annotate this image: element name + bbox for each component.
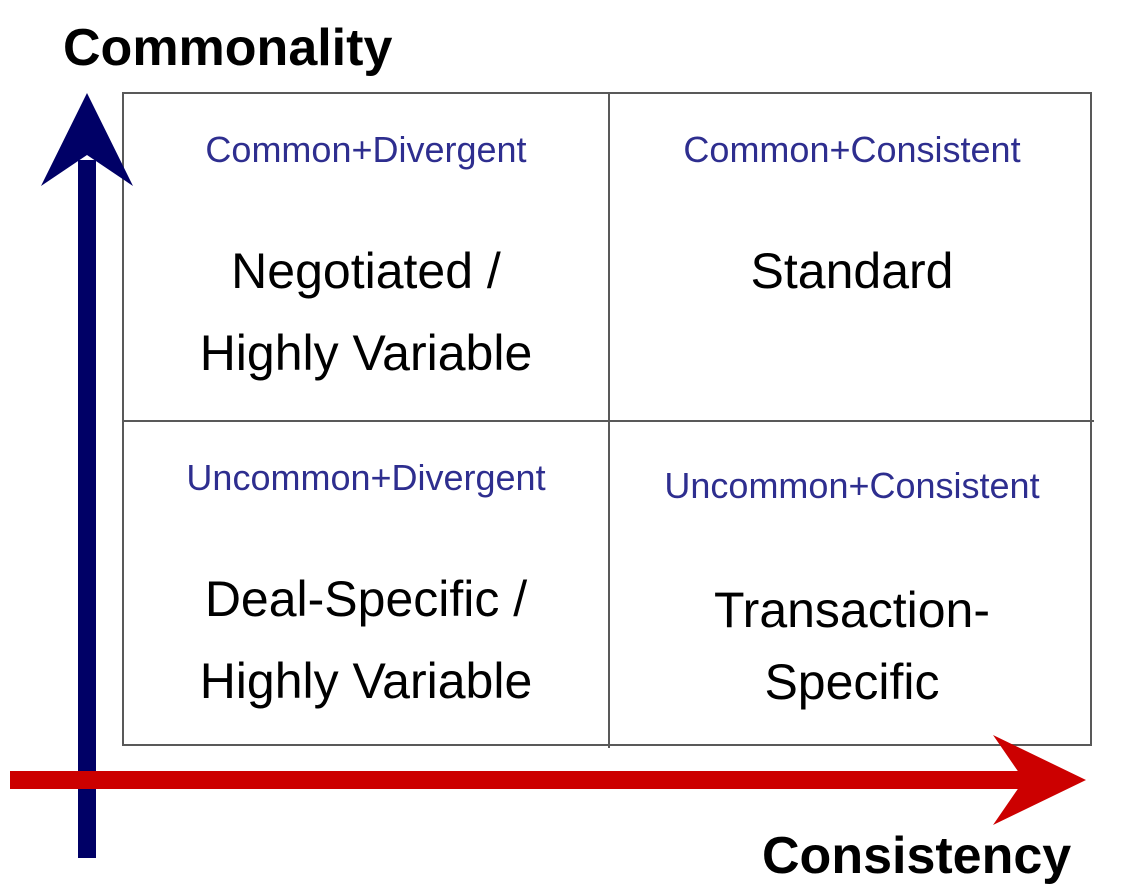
quadrant-label-line: Highly Variable <box>199 653 533 709</box>
quadrant-label: Negotiated / Highly Variable <box>124 230 608 394</box>
quadrant-uncommon-consistent: Uncommon+Consistent Transaction- Specifi… <box>609 421 1094 748</box>
quadrant-label-line: Highly Variable <box>199 325 533 381</box>
quadrant-label-line: Transaction- <box>713 582 991 638</box>
y-axis-shaft <box>78 160 96 858</box>
quadrant-label-line: Specific <box>764 654 940 710</box>
y-axis-title: Commonality <box>63 19 393 77</box>
y-axis-arrowhead <box>41 93 133 186</box>
quadrant-label-line: Deal-Specific / <box>204 571 528 627</box>
quadrant-label: Deal-Specific / Highly Variable <box>124 558 608 722</box>
quadrant-label-line: Standard <box>750 243 954 299</box>
x-axis-title: Consistency <box>762 827 1072 885</box>
quadrant-label-line: Negotiated / <box>231 243 501 299</box>
quadrant-common-consistent: Common+Consistent Standard <box>609 94 1094 421</box>
x-axis-arrow <box>10 735 1086 825</box>
quadrant-heading: Uncommon+Consistent <box>664 465 1040 506</box>
quadrant-label: Transaction- Specific <box>610 574 1094 718</box>
quadrant-grid: Common+Divergent Negotiated / Highly Var… <box>122 92 1094 748</box>
quadrant-heading: Common+Divergent <box>205 129 527 170</box>
quadrant-label: Standard <box>610 230 1094 312</box>
x-axis-shaft <box>10 771 1030 789</box>
y-axis-arrow <box>41 93 133 858</box>
quadrant-heading: Uncommon+Divergent <box>186 457 546 498</box>
quadrant-uncommon-divergent: Uncommon+Divergent Deal-Specific / Highl… <box>124 421 609 748</box>
quadrant-heading: Common+Consistent <box>683 129 1021 170</box>
x-axis-arrowhead <box>993 735 1086 825</box>
quadrant-common-divergent: Common+Divergent Negotiated / Highly Var… <box>124 94 609 421</box>
